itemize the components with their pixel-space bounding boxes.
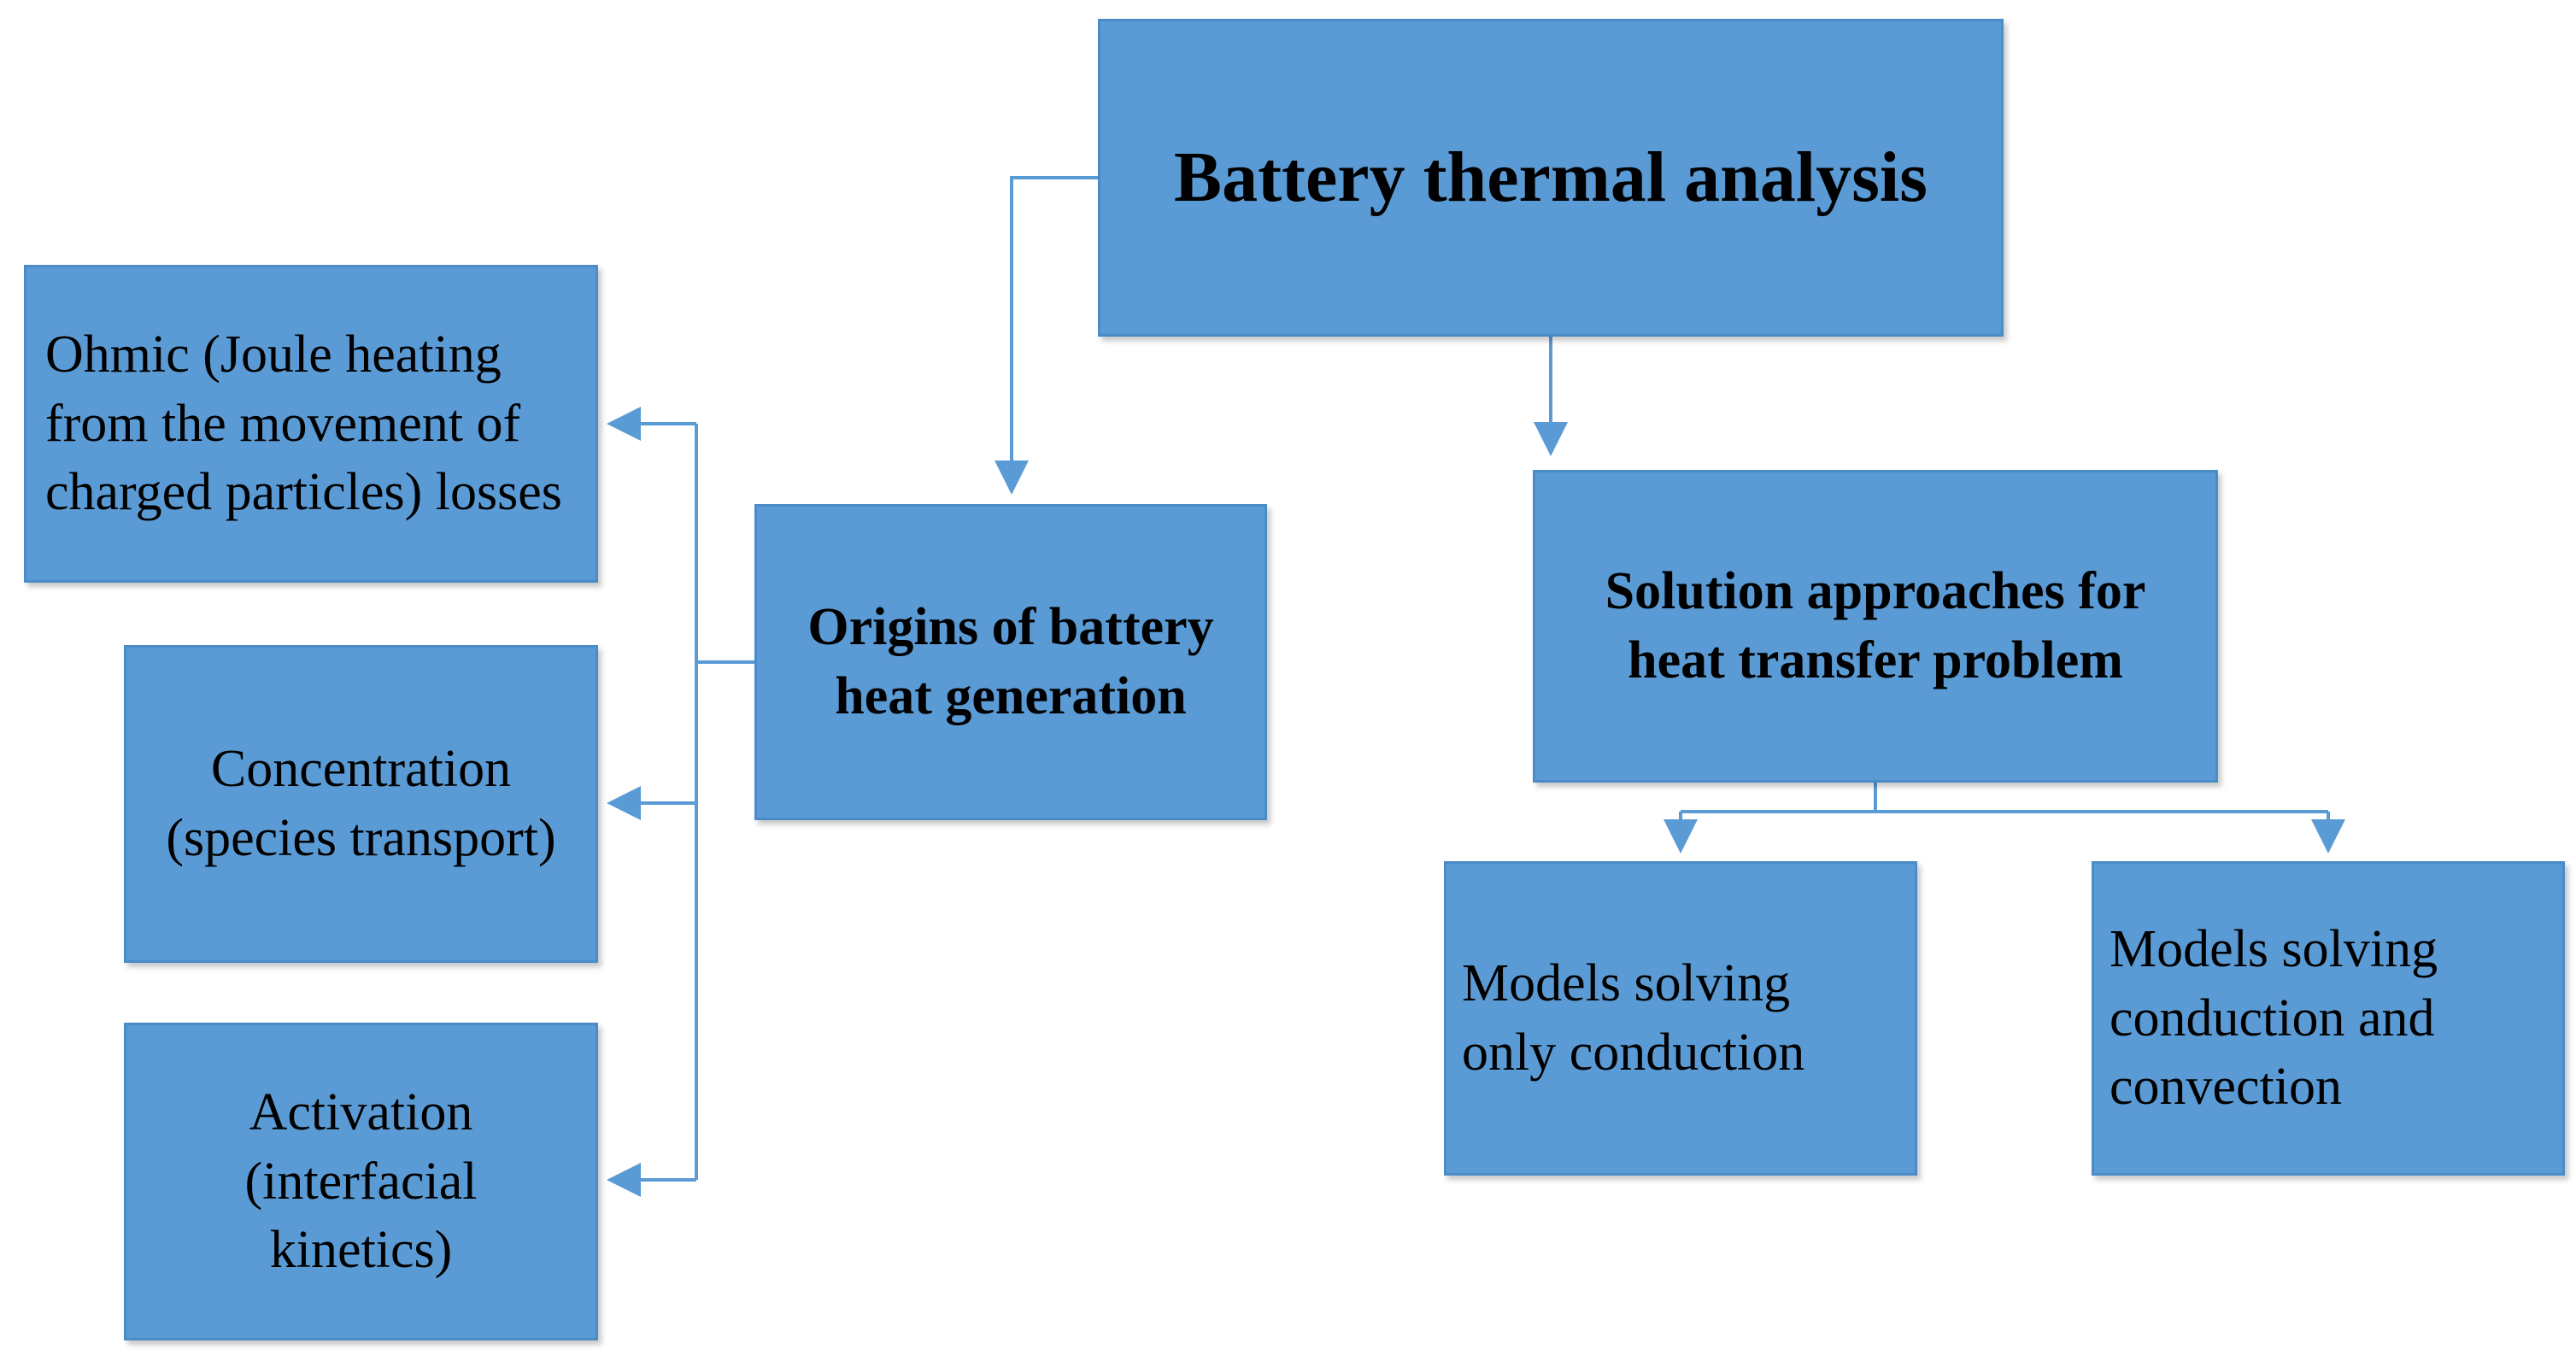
node-models-conduction-convection: Models solving conduction and convection: [2092, 861, 2565, 1176]
node-battery-thermal-analysis-label: Battery thermal analysis: [1174, 138, 1928, 218]
node-battery-thermal-analysis: Battery thermal analysis: [1098, 19, 2004, 337]
node-origins-heat-generation-label: Origins of battery heat generation: [807, 598, 1214, 725]
node-models-conduction: Models solving only conduction: [1444, 861, 1917, 1176]
node-models-conduction-convection-label: Models solving conduction and convection: [2110, 920, 2438, 1117]
node-origins-heat-generation: Origins of battery heat generation: [754, 504, 1267, 820]
node-activation-label: Activation (interfacial kinetics): [244, 1083, 478, 1280]
node-solution-approaches-label: Solution approaches for heat transfer pr…: [1605, 562, 2146, 689]
connector-root-to-origins: [995, 176, 1098, 495]
node-ohmic-losses-label: Ohmic (Joule heating from the movement o…: [45, 326, 562, 522]
node-activation: Activation (interfacial kinetics): [124, 1023, 598, 1340]
node-concentration-label: Concentration (species transport): [166, 740, 556, 867]
node-solution-approaches: Solution approaches for heat transfer pr…: [1533, 470, 2218, 783]
node-models-conduction-label: Models solving only conduction: [1462, 954, 1805, 1082]
node-ohmic-losses: Ohmic (Joule heating from the movement o…: [24, 265, 598, 583]
node-concentration: Concentration (species transport): [124, 645, 598, 963]
